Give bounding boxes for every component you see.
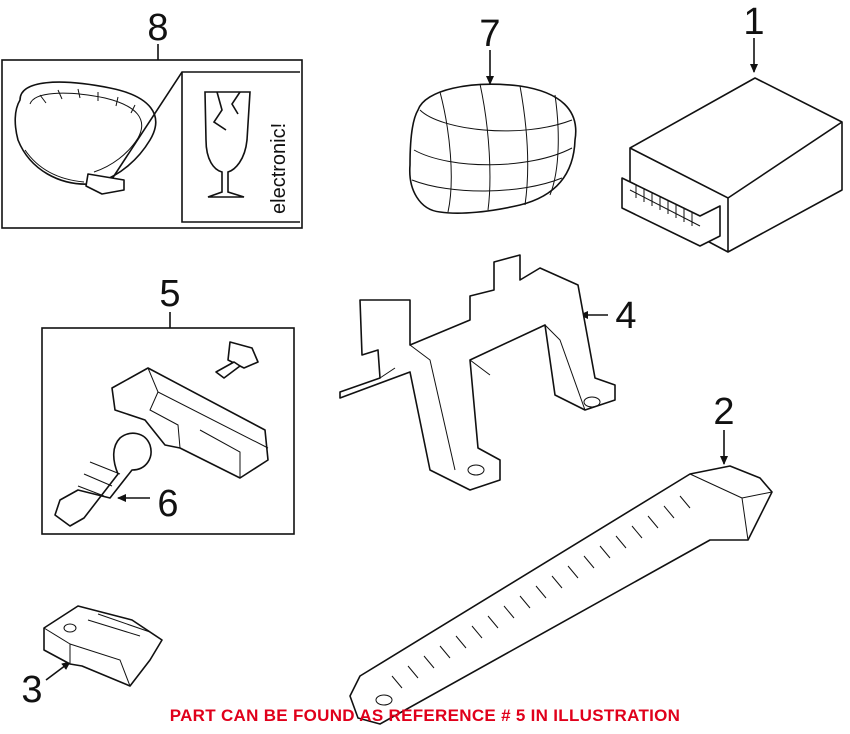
part-5-group[interactable]: 5 6 <box>41 273 295 535</box>
callout-1: 1 <box>743 1 764 43</box>
part-7-group[interactable]: 7 <box>409 13 577 214</box>
bracket-hole-1 <box>467 464 485 476</box>
electronic-label: electronic! <box>268 123 290 214</box>
strap-hole <box>375 694 393 706</box>
sensor-clip-icon <box>85 173 125 195</box>
callout-3: 3 <box>21 669 42 711</box>
sensor-body-icon <box>111 367 269 479</box>
part-3-group[interactable]: 3 <box>21 605 163 711</box>
inset-panel <box>181 72 300 223</box>
callout-6: 6 <box>157 483 178 525</box>
callout-2: 2 <box>713 391 734 433</box>
tire-icon <box>14 81 157 185</box>
bracket-body <box>339 254 616 491</box>
screw-head-icon <box>227 341 259 369</box>
callout-5: 5 <box>159 273 180 315</box>
strap-body <box>349 465 773 725</box>
part-4-group[interactable]: 4 <box>339 254 637 491</box>
part-2-group[interactable]: 2 <box>349 391 773 725</box>
part-1-group[interactable]: 1 <box>621 1 843 253</box>
inset-box-5 <box>41 327 295 535</box>
module-connector <box>621 177 721 247</box>
part-8-group[interactable]: 8 electronic! <box>1 7 303 229</box>
bracket-hole-2 <box>583 396 601 408</box>
callout-3-arrow <box>45 661 71 681</box>
clip-body <box>43 605 163 687</box>
callout-4: 4 <box>615 295 636 337</box>
footer-note: PART CAN BE FOUND AS REFERENCE # 5 IN IL… <box>169 706 681 725</box>
inset-box-8 <box>1 59 303 229</box>
clip-hole <box>63 623 77 633</box>
callout-8: 8 <box>147 7 168 49</box>
screw-shank-icon <box>215 361 241 379</box>
callout-7: 7 <box>479 13 500 55</box>
valve-stem-icon <box>54 432 152 527</box>
fragile-glass-icon <box>204 91 251 198</box>
